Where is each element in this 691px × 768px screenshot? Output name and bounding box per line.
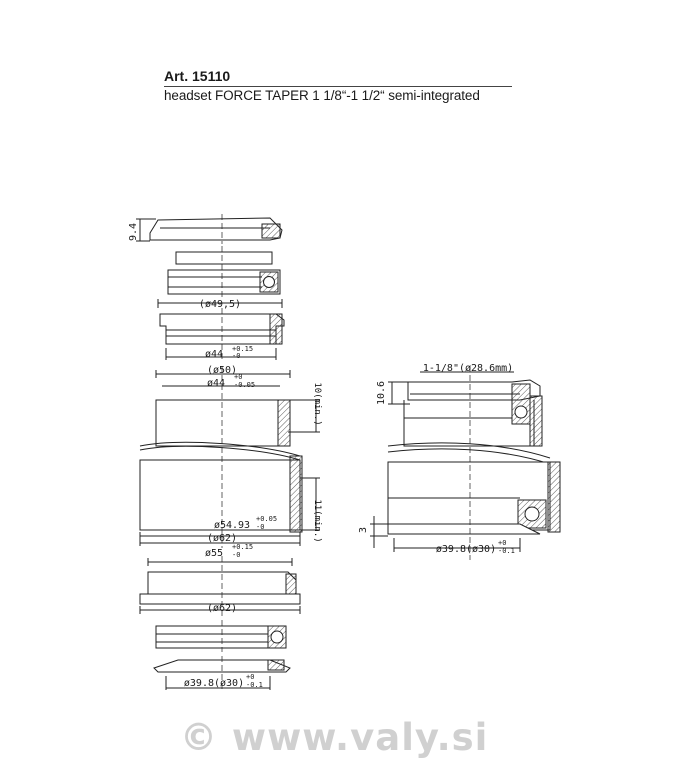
dim-crown-race: ø39.8(ø30) [184, 678, 244, 689]
dim-head-tube-lower-outer: (ø62) [207, 533, 237, 544]
dim-assembly-crown-race-tol: +0 [498, 539, 506, 547]
dim-head-tube-lower-inner: ø54.93 [214, 520, 250, 531]
dim-crown-race-tol: +0 [246, 673, 254, 681]
product-description: headset FORCE TAPER 1 1/8“-1 1/2“ semi-i… [164, 88, 480, 103]
top-cap-height-dim [136, 218, 156, 242]
dim-lower-cup-tol2: -0 [232, 551, 240, 559]
dim-head-tube-upper-inner: ø44 [207, 378, 225, 389]
crown-race [153, 656, 291, 692]
dim-steerer: 1-1/8"(ø28.6mm) [423, 363, 513, 374]
lower-cup [139, 556, 301, 616]
dim-assembly-crown-race-tol2: -0.1 [498, 547, 515, 555]
dim-stack-upper: 10.6 [376, 381, 387, 405]
watermark: © www.valy.si [180, 716, 489, 759]
upper-cup [157, 299, 285, 362]
dim-lower-cup-inner: ø55 [205, 548, 223, 559]
dim-upper-cup-tol: +0.15 [232, 345, 253, 353]
dim-top-cap-height: 9.4 [128, 223, 139, 241]
dim-head-tube-upper-tol2: -0.05 [234, 381, 255, 389]
dim-head-tube-upper-tol: +0 [234, 373, 242, 381]
drawing-header: Art. 15110 headset FORCE TAPER 1 1/8“-1 … [164, 68, 514, 104]
dim-bearing-seat: (ø49,5) [199, 299, 241, 310]
dim-upper-cup-inner: ø44 [205, 349, 223, 360]
lower-bearing [155, 620, 287, 652]
article-number: Art. 15110 [164, 68, 231, 84]
dim-lower-depth: 11(min.) [312, 499, 322, 542]
dim-upper-cup-tol2: -0 [232, 352, 240, 360]
head-tube [139, 366, 320, 548]
dim-upper-depth: 10(min.) [312, 382, 322, 425]
dim-head-tube-upper-outer: (ø50) [207, 365, 237, 376]
dim-assembly-crown-race: ø39.8(ø30) [436, 544, 496, 555]
dim-head-tube-lower-tol: +0.05 [256, 515, 277, 523]
dim-crown-race-tol2: -0.1 [246, 681, 263, 689]
dim-head-tube-lower-tol2: -0 [256, 523, 264, 531]
assembly-view [370, 366, 561, 560]
top-cap [149, 214, 283, 244]
dim-lower-cup-tol: +0.15 [232, 543, 253, 551]
dim-lower-cup-outer: (ø62) [207, 603, 237, 614]
header-rule [164, 86, 512, 87]
dim-stack-lower: 3 [358, 527, 369, 533]
upper-bearing [167, 246, 281, 298]
